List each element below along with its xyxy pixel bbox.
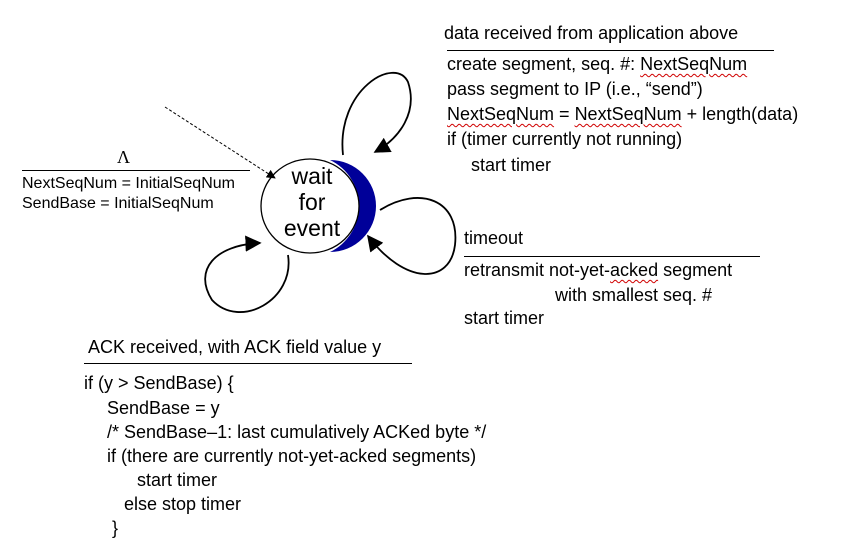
timeout-event-label: timeout <box>464 228 524 248</box>
state-circle <box>260 158 360 254</box>
ack-action-line: SendBase = y <box>107 398 220 418</box>
ack-divider <box>84 363 412 364</box>
init-divider <box>22 170 250 171</box>
data-loop-arrow <box>341 71 412 156</box>
ack-action-line: /* SendBase–1: last cumulatively ACKed b… <box>107 422 487 442</box>
timeout-action-line: with smallest seq. # <box>555 285 713 305</box>
timeout-action-line: retransmit not-yet-acked segment <box>464 260 733 280</box>
ack-action-line: if (y > SendBase) { <box>84 373 234 393</box>
state-line: for <box>298 189 326 215</box>
data-divider <box>447 50 774 51</box>
data-action-line: NextSeqNum = NextSeqNum + length(data) <box>447 104 799 124</box>
state-label: wait for event <box>272 163 352 241</box>
timeout-loop-arrow <box>367 197 457 275</box>
initial-arrow <box>164 106 276 179</box>
data-action-line: start timer <box>471 155 552 175</box>
ack-event-label: ACK received, with ACK field value y <box>88 337 382 357</box>
init-action: NextSeqNum = InitialSeqNum <box>22 175 235 192</box>
state-line: event <box>283 215 341 241</box>
ack-action-line: else stop timer <box>124 494 242 514</box>
lambda-event: Λ <box>117 147 131 167</box>
ack-action-line: } <box>112 518 119 538</box>
state-shadow <box>330 160 376 252</box>
timeout-divider <box>464 256 760 257</box>
timeout-action-line: start timer <box>464 308 545 328</box>
data-action-line: pass segment to IP (i.e., “send”) <box>447 79 703 99</box>
ack-action-line: start timer <box>137 470 218 490</box>
state-line: wait <box>291 163 333 189</box>
ack-action-line: if (there are currently not-yet-acked se… <box>107 446 477 466</box>
data-event-label: data received from application above <box>444 23 739 43</box>
data-action-line: if (timer currently not running) <box>447 129 683 149</box>
ack-loop-arrow <box>204 235 290 313</box>
data-action-line: create segment, seq. #: NextSeqNum <box>447 54 748 74</box>
init-action: SendBase = InitialSeqNum <box>22 195 214 212</box>
